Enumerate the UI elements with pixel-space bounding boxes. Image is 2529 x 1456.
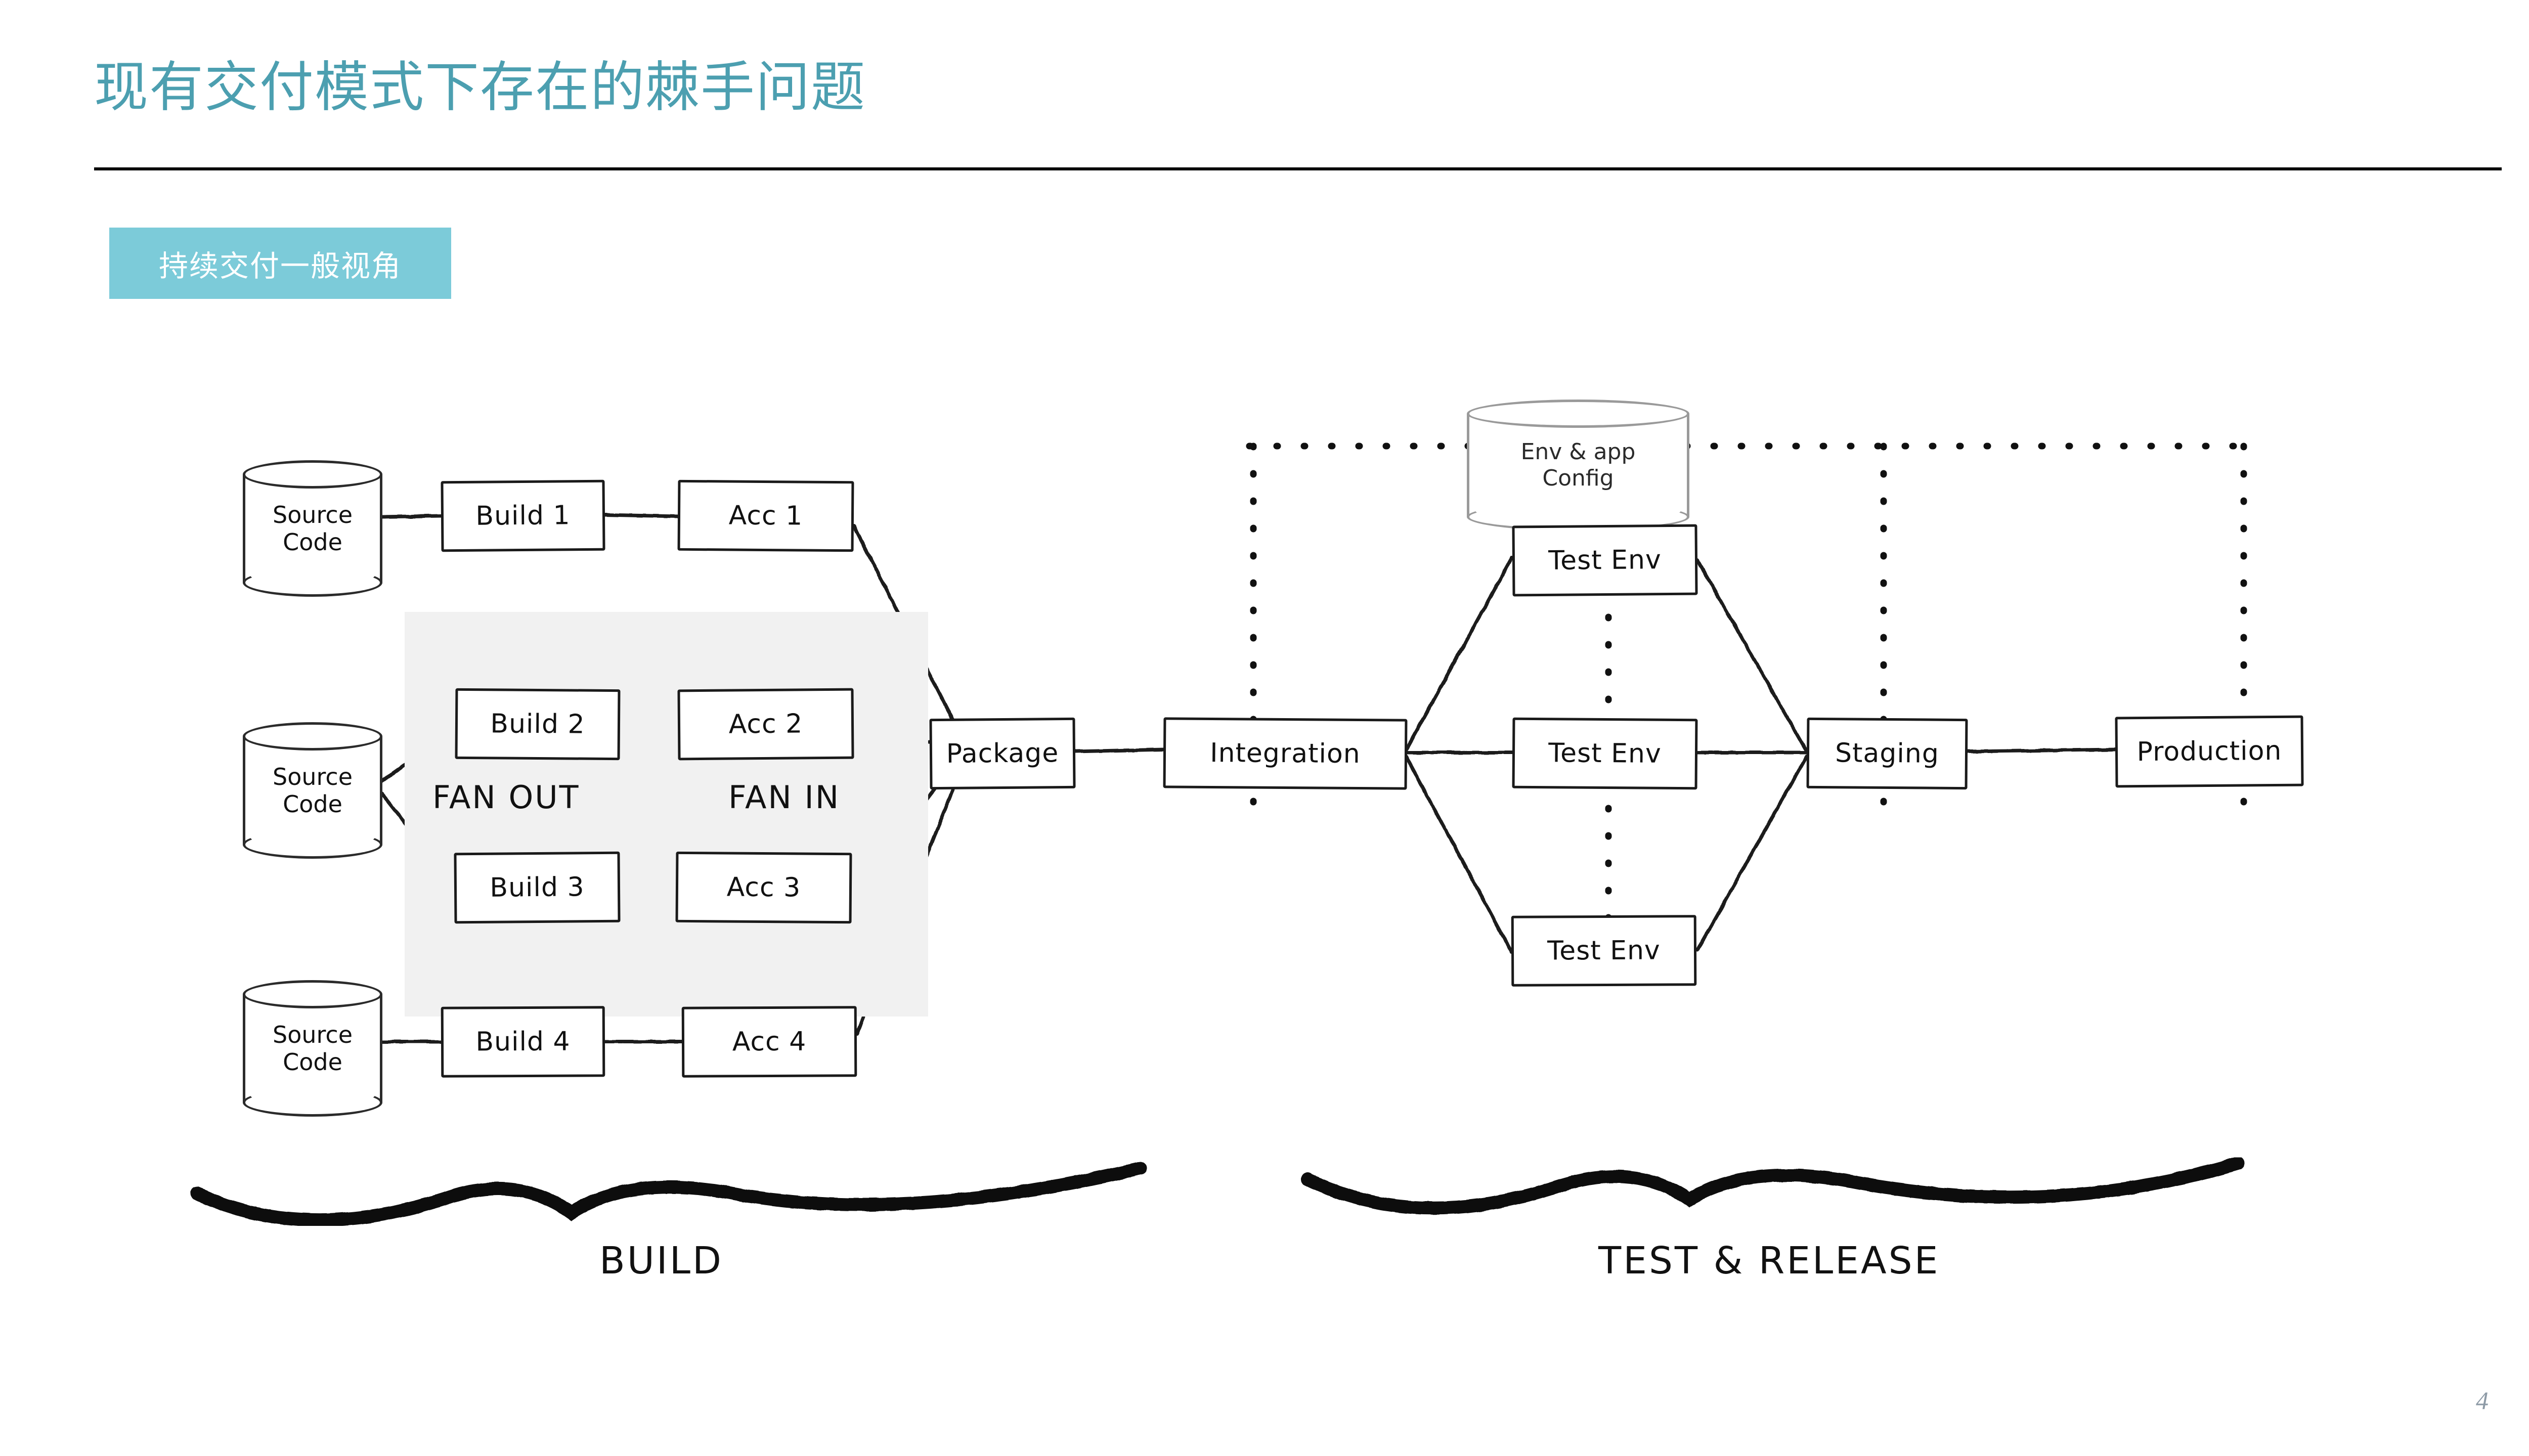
build-node-3[interactable]: Build 3 xyxy=(454,851,621,924)
source-code-store-3: Source Code xyxy=(243,980,382,1117)
acceptance-node-2[interactable]: Acc 2 xyxy=(677,688,854,761)
build-node-1-label: Build 1 xyxy=(475,500,571,532)
page-number: 4 xyxy=(2476,1386,2489,1415)
cylinder-top xyxy=(243,722,382,751)
cylinder-top xyxy=(243,460,382,489)
build-node-1[interactable]: Build 1 xyxy=(441,479,605,552)
test-env-node-1[interactable]: Test Env xyxy=(1512,524,1698,597)
test-env-node-3[interactable]: Test Env xyxy=(1511,915,1697,987)
build-node-2-label: Build 2 xyxy=(490,709,585,740)
test-env-node-3-label: Test Env xyxy=(1547,935,1661,966)
production-node[interactable]: Production xyxy=(2115,715,2304,788)
cylinder-body xyxy=(1467,414,1689,517)
test-env-node-2-label: Test Env xyxy=(1548,738,1662,769)
cylinder-bottom xyxy=(243,1088,382,1117)
acceptance-node-4-label: Acc 4 xyxy=(732,1026,807,1057)
package-node-label: Package xyxy=(946,738,1059,769)
integration-node[interactable]: Integration xyxy=(1163,717,1408,790)
section-chip-label: 持续交付一般视角 xyxy=(158,249,402,283)
config-label-line2: Config xyxy=(1542,465,1614,491)
cylinder-body xyxy=(243,994,382,1102)
config-label-line1: Env & app xyxy=(1520,439,1636,465)
source-code-store-1: Source Code xyxy=(243,460,382,597)
package-node[interactable]: Package xyxy=(929,717,1076,790)
acceptance-node-3[interactable]: Acc 3 xyxy=(675,851,852,924)
acceptance-node-1[interactable]: Acc 1 xyxy=(677,479,854,552)
acceptance-node-4[interactable]: Acc 4 xyxy=(681,1006,857,1078)
staging-node-label: Staging xyxy=(1835,738,1940,769)
delivery-pipeline-diagram: Source Code Source Code Source Code Buil… xyxy=(0,314,2529,1325)
build-node-4[interactable]: Build 4 xyxy=(441,1006,605,1078)
acceptance-node-2-label: Acc 2 xyxy=(728,709,803,740)
source-label-line2: Code xyxy=(283,790,342,818)
integration-node-label: Integration xyxy=(1210,737,1361,770)
page-title: 现有交付模式下存在的棘手问题 xyxy=(94,57,866,117)
source-label-line1: Source xyxy=(273,763,353,790)
cylinder-body xyxy=(243,474,382,583)
cylinder-bottom xyxy=(243,568,382,597)
cylinder-top xyxy=(1467,400,1689,428)
fan-out-label: FAN OUT xyxy=(432,779,580,816)
build-node-2[interactable]: Build 2 xyxy=(455,688,621,761)
test-env-node-1-label: Test Env xyxy=(1548,545,1662,576)
production-node-label: Production xyxy=(2136,735,2282,768)
source-label-line1: Source xyxy=(273,501,353,528)
source-code-store-2-label: Source Code xyxy=(243,722,382,859)
title-divider xyxy=(94,167,2502,170)
env-app-config-label: Env & app Config xyxy=(1467,400,1689,531)
build-node-4-label: Build 4 xyxy=(475,1026,571,1057)
test-env-node-2[interactable]: Test Env xyxy=(1512,717,1698,790)
source-label-line2: Code xyxy=(283,1048,342,1076)
source-label-line2: Code xyxy=(283,528,342,556)
env-app-config-store: Env & app Config xyxy=(1467,400,1689,531)
build-node-3-label: Build 3 xyxy=(490,872,585,903)
source-code-store-3-label: Source Code xyxy=(243,980,382,1117)
test-release-stage-caption: TEST & RELEASE xyxy=(1598,1239,1940,1283)
acceptance-node-3-label: Acc 3 xyxy=(726,872,801,903)
source-code-store-1-label: Source Code xyxy=(243,460,382,597)
cylinder-body xyxy=(243,736,382,845)
section-chip: 持续交付一般视角 xyxy=(109,228,451,299)
build-stage-caption: BUILD xyxy=(599,1239,723,1283)
cylinder-top xyxy=(243,980,382,1008)
staging-node[interactable]: Staging xyxy=(1806,717,1968,790)
acceptance-node-1-label: Acc 1 xyxy=(728,500,803,532)
fan-out-in-panel xyxy=(405,612,928,1017)
source-code-store-2: Source Code xyxy=(243,722,382,859)
source-label-line1: Source xyxy=(273,1021,353,1048)
fan-in-label: FAN IN xyxy=(728,779,841,816)
cylinder-bottom xyxy=(243,830,382,859)
